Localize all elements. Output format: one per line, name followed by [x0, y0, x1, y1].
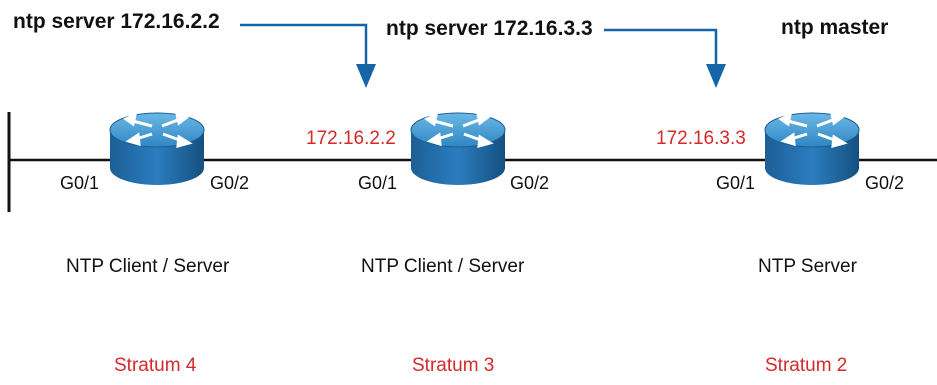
port-r2-left: G0/1: [358, 173, 398, 193]
router-icon: [409, 111, 507, 187]
router-name-r1: R1: [146, 183, 168, 202]
command-r1: ntp server 172.16.2.2: [13, 10, 220, 33]
router-name-r2: R2: [447, 183, 469, 202]
port-r1-left: G0/1: [60, 173, 100, 193]
port-r3-right: G0/2: [865, 173, 905, 193]
arrow-r1-to-r2: [240, 23, 376, 88]
ip-address-r3: 172.16.3.3: [656, 128, 746, 149]
stratum-r1: Stratum 4: [114, 355, 197, 376]
role-r2: NTP Client / Server: [361, 256, 525, 277]
router-icon: [763, 111, 861, 187]
router-name-r3: R3: [801, 183, 823, 202]
port-r2-right: G0/2: [510, 173, 550, 193]
role-r1: NTP Client / Server: [66, 256, 230, 277]
stratum-r2: Stratum 3: [412, 355, 495, 376]
arrow-r2-to-r3: [604, 28, 726, 88]
port-r3-left: G0/1: [716, 173, 756, 193]
ip-address-r2: 172.16.2.2: [306, 128, 396, 149]
command-r2: ntp server 172.16.3.3: [386, 17, 593, 40]
port-r1-right: G0/2: [210, 173, 250, 193]
command-r3: ntp master: [781, 16, 889, 39]
router-icon: [108, 111, 206, 187]
role-r3: NTP Server: [758, 256, 857, 277]
stratum-r3: Stratum 2: [765, 355, 848, 376]
